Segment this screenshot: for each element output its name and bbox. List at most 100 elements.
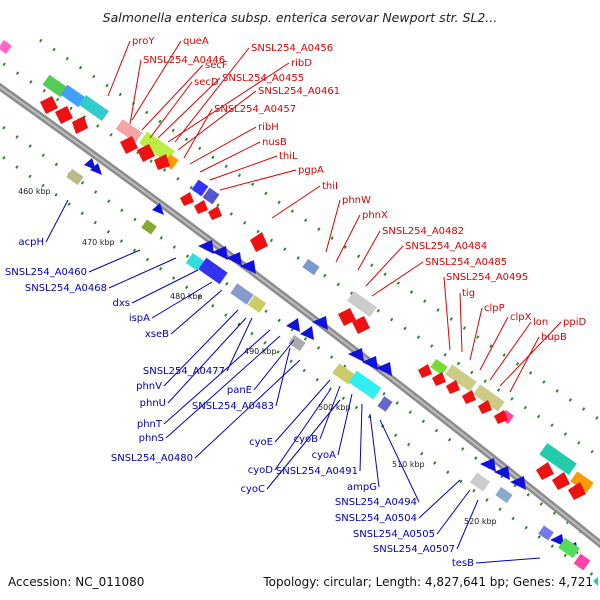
gene-label[interactable]: secD (194, 77, 219, 88)
teal-marker-icon (593, 577, 598, 586)
gene-label[interactable]: SNSL254_A0456 (251, 43, 333, 54)
gene-label[interactable]: SNSL254_A0461 (258, 86, 340, 97)
leader-line (436, 489, 471, 535)
leader-line (418, 479, 461, 519)
gene-label[interactable]: nusB (262, 137, 287, 148)
gene-label[interactable]: pgpA (298, 165, 324, 176)
gene-label[interactable]: ribD (291, 58, 312, 69)
map-title: Salmonella enterica subsp. enterica sero… (103, 10, 498, 25)
gene-label[interactable]: SNSL254_A0468 (25, 283, 107, 294)
leader-line (167, 62, 290, 143)
tick-label: 470 kbp (82, 238, 115, 247)
gene-label[interactable]: clpP (484, 303, 505, 314)
gene-label[interactable]: phnS (139, 433, 164, 444)
leader-line (275, 347, 291, 407)
gene-label[interactable]: cyoA (312, 450, 337, 461)
gene-label[interactable]: acpH (19, 237, 45, 248)
leader-line (369, 413, 380, 488)
gene-label[interactable]: cyoD (248, 465, 274, 476)
gene-label[interactable]: cyoB (294, 434, 319, 445)
tick-label: 510 kbp (392, 460, 425, 469)
gene-label[interactable]: phnW (342, 195, 371, 206)
gene-label[interactable]: hupB (541, 332, 567, 343)
leader-line (365, 245, 404, 287)
gene-label[interactable]: ribH (258, 122, 279, 133)
gene-label[interactable]: SNSL254_A0482 (382, 226, 464, 237)
leader-line (199, 141, 261, 173)
leader-line (443, 276, 451, 351)
gene-label[interactable]: thiI (322, 181, 338, 192)
gene-label[interactable]: SNSL254_A0480 (111, 453, 193, 464)
gene-label[interactable]: clpX (510, 312, 532, 323)
leader-line (157, 77, 221, 139)
gene-label[interactable]: lon (533, 317, 548, 328)
gene-label[interactable]: SNSL254_A0505 (353, 529, 435, 540)
leader-line (149, 81, 193, 139)
reverse-feature-blocks (66, 168, 591, 571)
gene-label[interactable]: ppiD (563, 317, 586, 328)
gene-label[interactable]: cyoC (240, 484, 265, 495)
tick-label: 460 kbp (18, 187, 51, 196)
gene-label[interactable]: secF (205, 60, 228, 71)
gene-label[interactable]: SNSL254_A0495 (446, 272, 528, 283)
leader-line (271, 185, 321, 219)
gene-label[interactable]: SNSL254_A0507 (373, 544, 455, 555)
leader-line (141, 64, 204, 131)
leader-line (359, 403, 363, 472)
topology-text: Topology: circular; Length: 4,827,641 bp… (262, 575, 593, 589)
gene-label[interactable]: SNSL254_A0504 (335, 513, 417, 524)
leader-line (108, 257, 177, 289)
leader-line (325, 199, 341, 253)
leader-line (209, 155, 278, 181)
gene-label[interactable]: queA (183, 36, 209, 47)
leader-line (219, 169, 297, 191)
leader-line (163, 329, 271, 425)
leader-line (274, 379, 331, 443)
gene-label[interactable]: ispA (129, 313, 150, 324)
gene-label[interactable]: tesB (452, 558, 474, 569)
gene-label[interactable]: thiL (279, 151, 298, 162)
reverse-cds-arrows (84, 158, 578, 554)
leader-line (266, 399, 341, 490)
gene-label[interactable]: SNSL254_A0494 (335, 497, 417, 508)
gene-label[interactable]: panE (227, 385, 252, 396)
gene-label[interactable]: SNSL254_A0484 (405, 241, 487, 252)
leader-line (174, 47, 250, 143)
gene-label[interactable]: SNSL254_A0457 (214, 104, 296, 115)
gene-label[interactable]: SNSL254_A0485 (425, 257, 507, 268)
leader-line (226, 317, 253, 372)
leader-line (189, 126, 257, 165)
leader-line (357, 230, 381, 271)
gene-label[interactable]: tig (462, 288, 475, 299)
gene-label[interactable]: SNSL254_A0455 (222, 73, 304, 84)
leader-line (479, 316, 509, 371)
leader-line (469, 307, 483, 361)
gene-label[interactable]: xseB (145, 329, 169, 340)
gene-label[interactable]: SNSL254_A0477 (143, 366, 225, 377)
gene-label[interactable]: dxs (113, 298, 130, 309)
leader-line (131, 40, 182, 121)
leader-line (489, 321, 532, 381)
gene-label[interactable]: SNSL254_A0460 (5, 267, 87, 278)
gene-label[interactable]: cyoE (249, 437, 273, 448)
gene-label[interactable]: phnV (136, 381, 162, 392)
gene-label[interactable]: ampG (347, 482, 377, 493)
leader-line (131, 269, 199, 304)
forward-feature-blocks (0, 40, 594, 493)
leader-line (129, 59, 142, 125)
gene-label[interactable]: phnX (362, 210, 388, 221)
leader-line (45, 199, 69, 243)
gene-label[interactable]: phnU (140, 398, 166, 409)
gene-label[interactable]: proY (132, 36, 155, 47)
leader-line (151, 281, 213, 319)
leader-line (475, 557, 541, 564)
gene-label[interactable]: SNSL254_A0446 (143, 55, 225, 66)
gene-label[interactable]: phnT (137, 419, 163, 430)
gene-label[interactable]: SNSL254_A0491 (276, 466, 358, 477)
tick-label: 480 kbp (170, 292, 203, 301)
leader-line (274, 389, 331, 471)
gene-label[interactable]: SNSL254_A0483 (192, 401, 274, 412)
